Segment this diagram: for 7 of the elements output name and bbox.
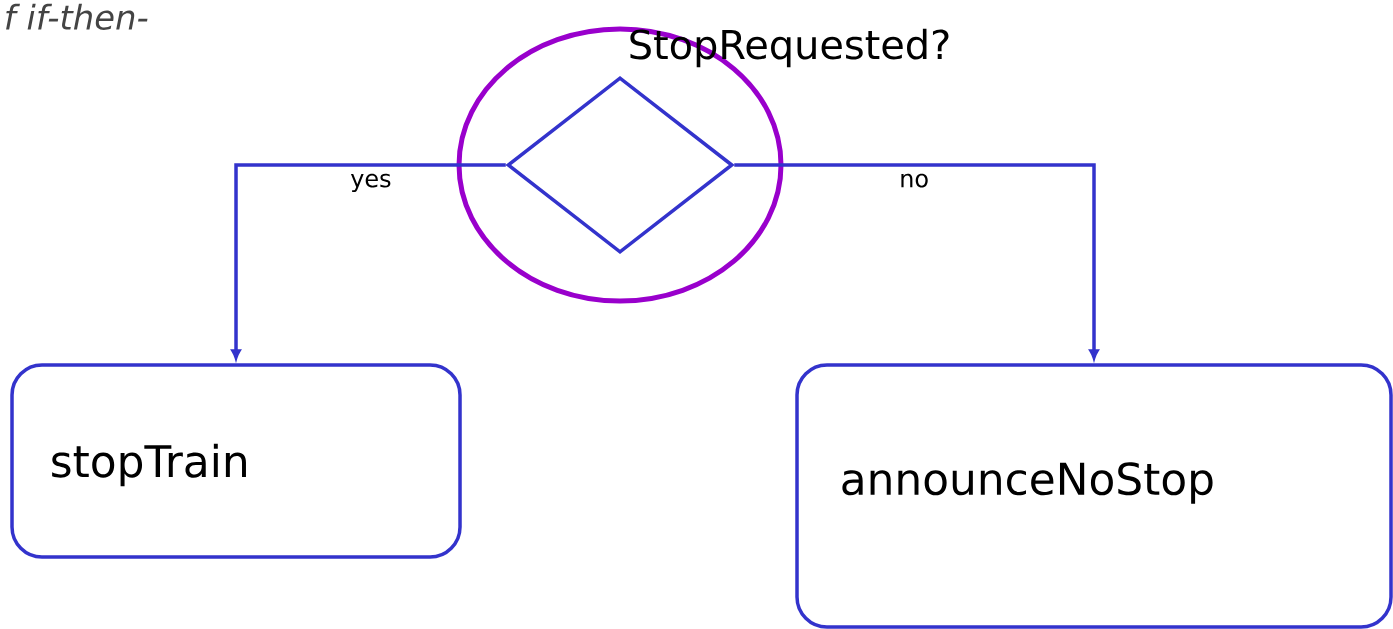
process-box: announceNoStop — [795, 363, 1393, 629]
process-box: stopTrain — [10, 363, 462, 559]
edge-label: yes — [349, 172, 393, 194]
arrow — [231, 163, 506, 360]
edge-label: no — [898, 172, 931, 189]
heading-fragment: f if-then- — [6, 3, 148, 30]
arrow — [734, 163, 1099, 360]
